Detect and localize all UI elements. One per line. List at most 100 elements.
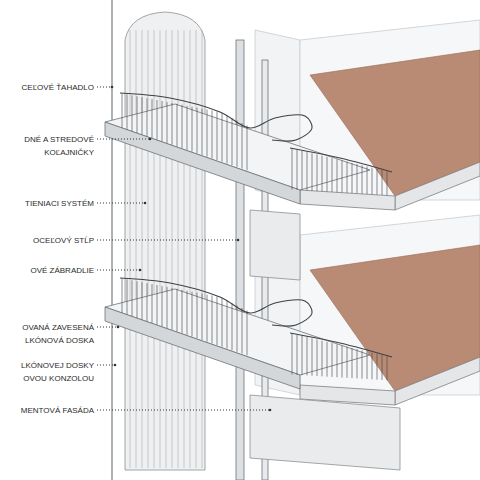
railing-bar [337, 344, 338, 377]
railing-bar [207, 295, 208, 342]
leader-dot [149, 138, 152, 141]
fin-line [148, 30, 149, 468]
part-label: OCEĽOVÝ STĹP [2, 234, 94, 247]
part-label: OVANÁ ZAVESENÁ LKÓNOVÁ DOSKA [2, 321, 94, 347]
railing-bar [322, 156, 323, 192]
floor-surface [310, 50, 480, 391]
railing-bar [362, 350, 363, 378]
railing-bar [162, 286, 163, 326]
railing-bar [202, 294, 203, 340]
railing-bar [242, 123, 243, 169]
railing-bar [327, 157, 328, 192]
railing-bar [312, 153, 313, 190]
fin-line [190, 30, 191, 468]
railing-bar [222, 298, 223, 347]
fin-line [160, 30, 161, 468]
railing-bar [172, 103, 173, 145]
railing-bar [237, 121, 238, 167]
leader-line [97, 139, 150, 140]
railing-bar [307, 152, 308, 190]
floor-slab-edge [300, 162, 480, 405]
railing-bar [332, 158, 333, 192]
railing-bar [387, 171, 388, 195]
railing-bar [297, 150, 298, 190]
railing-bar [347, 162, 348, 193]
railing-bar [137, 281, 138, 318]
railing-bar [187, 106, 188, 150]
railing-bar [322, 341, 323, 377]
railing-bar [192, 107, 193, 152]
railing-bar [222, 113, 223, 162]
leader-lines [97, 86, 271, 412]
railing-bar [332, 343, 333, 377]
railing-bar [217, 111, 218, 160]
railing-bar [382, 170, 383, 195]
railing-bar [232, 303, 233, 350]
leader-dot [237, 239, 240, 242]
railing-bar [352, 163, 353, 193]
fin-lines [130, 30, 202, 468]
railing-bar [317, 339, 318, 376]
railing-bar [247, 126, 248, 171]
railing-bar [387, 356, 388, 380]
railing-bar [142, 97, 143, 134]
part-label: OVÉ ZÁBRADLIE [2, 264, 94, 277]
railing-bar [227, 116, 228, 164]
fin-line [166, 30, 167, 468]
railing-bar [197, 108, 198, 154]
railing-bar [187, 291, 188, 335]
leader-line [97, 240, 238, 241]
railing-bar [177, 104, 178, 147]
railing-bar [377, 354, 378, 380]
fin-line [184, 30, 185, 468]
railing-bar [132, 95, 133, 131]
leader-dot [144, 202, 147, 205]
railing-bar [182, 290, 183, 333]
railing-bar [147, 98, 148, 136]
railing-bar [237, 306, 238, 352]
railing-bar [177, 289, 178, 332]
leader-dot [139, 269, 142, 272]
railing-bar [207, 110, 208, 157]
part-label: CEĽOVÉ ŤAHADLO [2, 81, 94, 94]
leader-dot [269, 409, 272, 412]
fin-line [130, 30, 131, 468]
railing-bar [367, 166, 368, 194]
leader-dot [117, 326, 120, 329]
balcony-slab [105, 104, 370, 389]
leader-dot [114, 364, 117, 367]
railing-bar [342, 160, 343, 192]
railing-bar [302, 336, 303, 375]
railing-bar [127, 279, 128, 314]
railing-bar [302, 151, 303, 190]
railing-bar [217, 296, 218, 345]
leader-line [97, 410, 270, 411]
railing-bar [147, 283, 148, 321]
railing-bar [202, 109, 203, 155]
railing-bar [367, 351, 368, 379]
railing-bar [372, 353, 373, 380]
railing-bar [137, 96, 138, 133]
railing [120, 93, 392, 380]
railing-bar [167, 287, 168, 328]
railing-bar [317, 154, 318, 191]
fin-line [172, 30, 173, 468]
railing-bar [377, 169, 378, 195]
railing-top [290, 148, 392, 172]
leader-line [97, 327, 118, 328]
railing-bar [192, 292, 193, 337]
railing-top [290, 333, 392, 357]
railing-top [120, 93, 312, 141]
railing-bar [242, 308, 243, 354]
railing-bar [297, 335, 298, 375]
railing-bar [232, 118, 233, 165]
fin-line [178, 30, 179, 468]
part-label: TIENIACI SYSTÉM [2, 197, 94, 210]
railing-bar [212, 110, 213, 158]
railing-bar [157, 100, 158, 140]
leader-line [97, 365, 115, 366]
railing-bar [342, 345, 343, 377]
railing-bar [197, 293, 198, 339]
railing-bar [327, 342, 328, 377]
railing-bar [362, 165, 363, 193]
